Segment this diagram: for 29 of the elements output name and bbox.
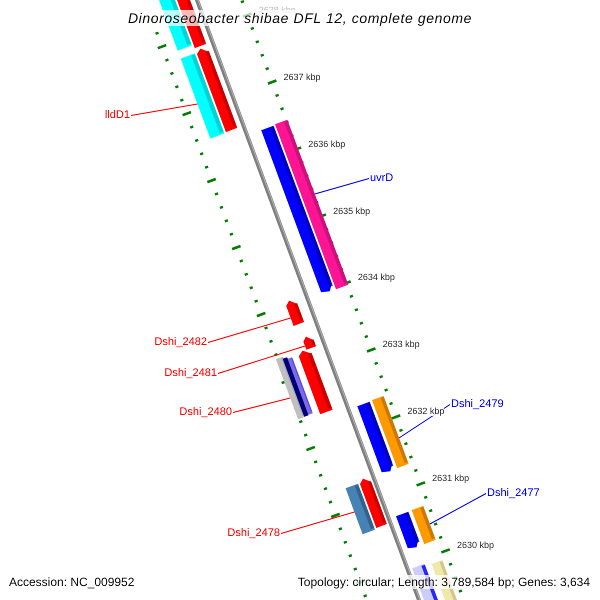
leader-line: [130, 104, 198, 116]
gene-label: Dshi_2480: [179, 407, 232, 418]
gene-bar: [372, 396, 409, 468]
leader-line: [280, 512, 355, 534]
leader-line: [208, 318, 292, 343]
scale-label: 2632 kbp: [407, 407, 444, 416]
scale-label: 2636 kbp: [308, 140, 346, 149]
leader-line: [232, 398, 291, 413]
gene-label: lldD1: [104, 110, 130, 121]
leader-line: [314, 178, 370, 194]
gene-bar: [303, 336, 316, 350]
gene-label: Dshi_2479: [451, 399, 504, 410]
scale-label: 2637 kbp: [284, 72, 321, 82]
gene-bar: [286, 300, 304, 326]
scale-label: 2635 kbp: [333, 206, 370, 216]
gene-label: Dshi_2477: [487, 488, 540, 499]
footer-text: Topology: circular; Length: 3,789,584 bp; Genes: 3,634: [298, 575, 590, 589]
scale-label: 2631 kbp: [432, 474, 470, 484]
footer-text: Accession: NC_009952: [9, 575, 134, 589]
leader-line: [429, 493, 486, 524]
gene-label: Dshi_2482: [154, 337, 207, 348]
gene-label: uvrD: [370, 173, 394, 184]
gene-label: Dshi_2481: [164, 368, 217, 379]
scale-label: 2634 kbp: [358, 273, 395, 282]
scale-label: 2633 kbp: [382, 340, 420, 350]
gene-bar: [412, 506, 436, 544]
scale-label: 2630 kbp: [456, 541, 494, 550]
leader-line: [218, 346, 306, 374]
gene-label: Dshi_2478: [227, 528, 280, 539]
